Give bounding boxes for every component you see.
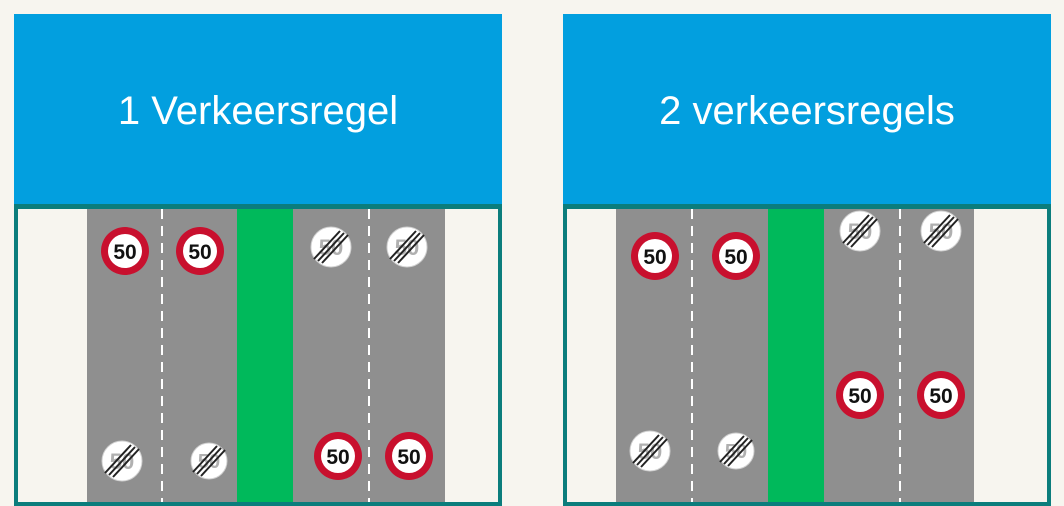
end-speed-limit-50-sign: 50 [629, 430, 671, 472]
panel-header: 1 Verkeersregel [14, 14, 502, 204]
speed-limit-50-sign: 50 [101, 227, 149, 275]
panel-2-verkeersregels: 2 verkeersregels 50 50 50 [563, 14, 1051, 506]
panel-title: 1 Verkeersregel [117, 88, 399, 133]
end-speed-limit-50-sign: 50 [839, 210, 881, 252]
road-diagram: 50 50 50 50 [14, 204, 502, 506]
sign-label: 50 [929, 385, 952, 408]
panel-header: 2 verkeersregels [563, 14, 1051, 204]
end-speed-limit-50-sign: 50 [920, 210, 962, 252]
sign-label: 50 [848, 385, 871, 408]
road-diagram: 50 50 50 50 [563, 204, 1051, 506]
speed-limit-50-sign: 50 [836, 371, 884, 419]
speed-limit-50-sign: 50 [314, 432, 362, 480]
end-speed-limit-50-sign: 50 [190, 442, 228, 480]
speed-limit-50-sign: 50 [917, 371, 965, 419]
speed-limit-50-sign: 50 [385, 432, 433, 480]
road-diagram-svg: 50 50 50 50 [616, 209, 974, 502]
median-strip [768, 209, 824, 502]
sign-label: 50 [188, 241, 211, 264]
panel-title: 2 verkeersregels [659, 88, 955, 133]
end-speed-limit-50-sign: 50 [717, 432, 755, 470]
sign-label: 50 [643, 246, 666, 269]
sign-label: 50 [326, 446, 349, 469]
road-diagram-svg: 50 50 50 50 [87, 209, 445, 502]
median-strip [237, 209, 293, 502]
lane-4 [900, 209, 974, 502]
sign-label: 50 [397, 446, 420, 469]
panel-1-verkeersregel: 1 Verkeersregel 50 50 50 [14, 14, 502, 506]
speed-limit-50-sign: 50 [176, 227, 224, 275]
sign-label: 50 [724, 246, 747, 269]
sign-label: 50 [113, 241, 136, 264]
end-speed-limit-50-sign: 50 [310, 226, 352, 268]
speed-limit-50-sign: 50 [631, 232, 679, 280]
end-speed-limit-50-sign: 50 [101, 440, 143, 482]
lane-3 [824, 209, 900, 502]
end-speed-limit-50-sign: 50 [386, 226, 428, 268]
speed-limit-50-sign: 50 [712, 232, 760, 280]
